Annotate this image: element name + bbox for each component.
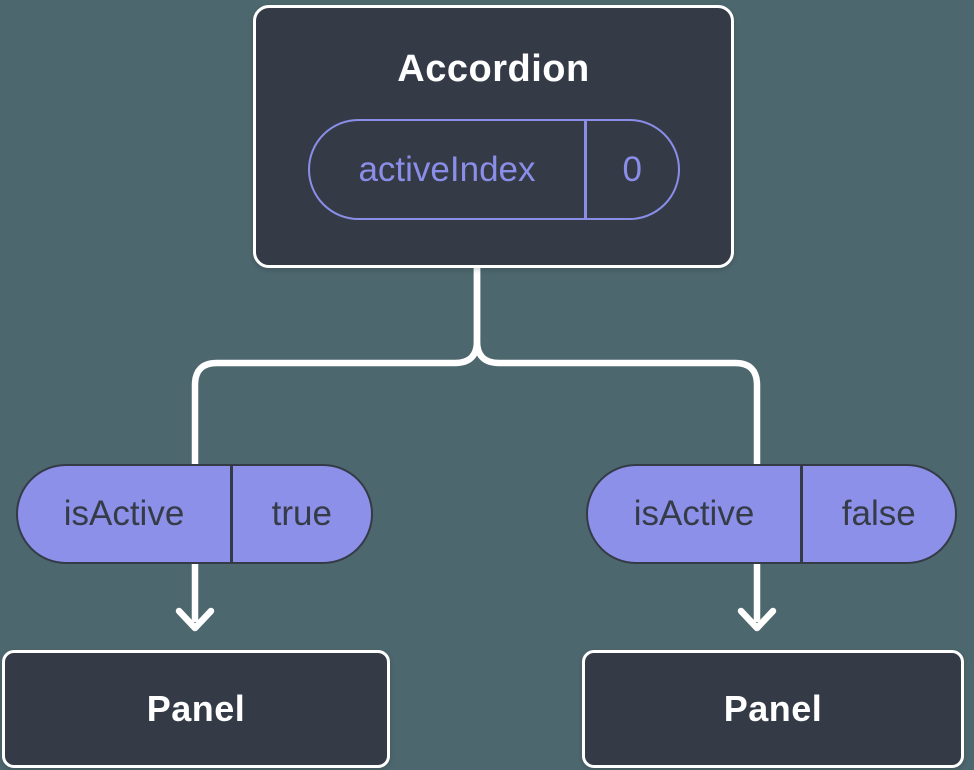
prop-value-label: 0	[622, 149, 642, 189]
is-active-false-pill: isActive false	[586, 464, 957, 564]
panel-node-title: Panel	[146, 688, 246, 729]
panel-node-title: Panel	[723, 688, 823, 729]
prop-value-label: false	[841, 494, 916, 533]
connector-branch-left	[191, 265, 481, 622]
pill-divider	[584, 121, 587, 218]
panel-node-right: Panel	[582, 650, 964, 768]
prop-value-label: true	[271, 494, 332, 533]
is-active-true-pill: isActive true	[16, 464, 373, 564]
accordion-node-title: Accordion	[397, 48, 590, 90]
prop-name-label: activeIndex	[358, 149, 536, 189]
arrow-down-icon	[175, 607, 215, 632]
active-index-prop-pill: activeIndex 0	[308, 119, 680, 220]
connector-branch-right	[473, 265, 761, 622]
accordion-node: Accordion activeIndex 0	[253, 5, 734, 268]
panel-node-left: Panel	[2, 650, 390, 768]
prop-name-label: isActive	[633, 494, 755, 533]
pill-divider	[800, 466, 803, 562]
arrow-down-icon	[737, 607, 777, 632]
pill-divider	[230, 466, 233, 562]
prop-name-label: isActive	[63, 494, 185, 533]
